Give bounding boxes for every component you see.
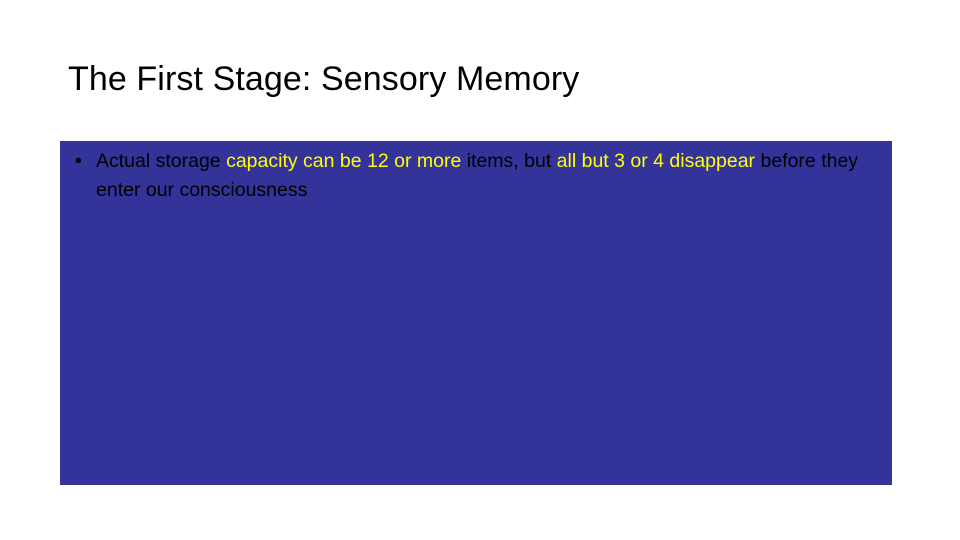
list-item-text: Actual storage capacity can be 12 or mor… bbox=[96, 150, 858, 201]
text-run: before they enter our consciousness bbox=[96, 150, 859, 201]
bullet-list: • Actual storage capacity can be 12 or m… bbox=[74, 147, 878, 205]
text-run: Actual storage bbox=[96, 150, 227, 172]
list-item[interactable]: • Actual storage capacity can be 12 or m… bbox=[74, 147, 878, 205]
highlighted-text-run: capacity can be 12 or more bbox=[226, 150, 462, 172]
text-run: items, but bbox=[461, 150, 557, 172]
page-title: The First Stage: Sensory Memory bbox=[68, 60, 580, 98]
content-placeholder[interactable]: • Actual storage capacity can be 12 or m… bbox=[60, 141, 892, 485]
bullet-point-icon: • bbox=[75, 150, 82, 172]
highlighted-text-run: all but 3 or 4 disappear bbox=[556, 150, 756, 172]
